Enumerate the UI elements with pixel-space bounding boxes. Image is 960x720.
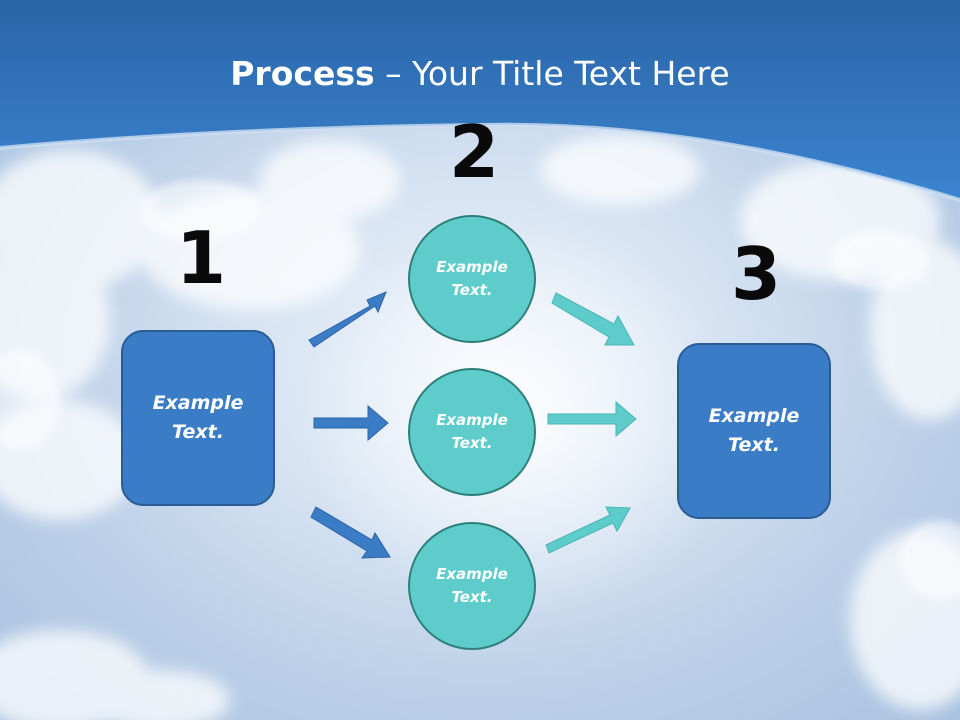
arrow-blue-right-icon: [313, 404, 389, 442]
step-number-1: 1: [176, 216, 227, 300]
arrow-teal-up-icon: [545, 506, 631, 554]
right-box-text: Example Text.: [708, 405, 800, 456]
circle-bottom-text: Example Text.: [436, 565, 508, 606]
cloud-highlights: [0, 180, 960, 600]
left-box-text: Example Text.: [152, 392, 244, 443]
circle-bottom: Example Text.: [408, 522, 536, 650]
circle-top-text: Example Text.: [436, 258, 508, 299]
step-number-3: 3: [731, 232, 782, 316]
circle-middle: Example Text.: [408, 368, 536, 496]
left-process-box: Example Text.: [121, 330, 275, 506]
header-band: [0, 0, 960, 200]
title-rest: – Your Title Text Here: [374, 54, 730, 93]
header-arc: [0, 122, 960, 202]
title-bold: Process: [230, 54, 375, 93]
circle-middle-text: Example Text.: [436, 411, 508, 452]
circle-top: Example Text.: [408, 215, 536, 343]
slide-title: Process – Your Title Text Here: [0, 52, 960, 96]
arrow-blue-down-icon: [310, 506, 391, 559]
step-number-2: 2: [449, 110, 500, 194]
right-process-box: Example Text.: [677, 343, 831, 519]
arrow-teal-right-icon: [547, 400, 637, 438]
arrow-blue-up-icon: [308, 291, 387, 348]
arrow-teal-down-icon: [551, 292, 635, 346]
